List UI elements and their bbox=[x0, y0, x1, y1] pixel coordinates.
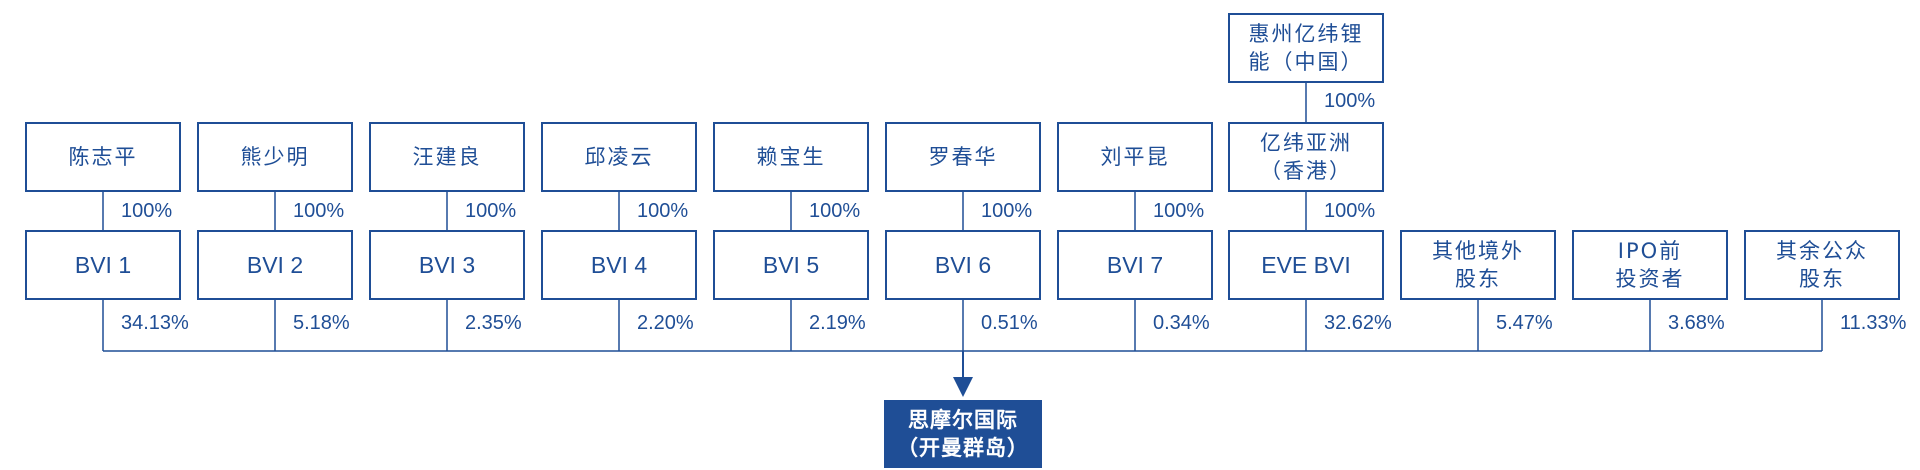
shareholder-box-1: BVI 1 bbox=[25, 230, 181, 300]
individual-box-2: 熊少明 bbox=[197, 122, 353, 192]
shareholder-box-3: BVI 3 bbox=[369, 230, 525, 300]
shareholder-name-line2: 股东 bbox=[1455, 267, 1501, 291]
shareholder-box-9: 其他境外 股东 bbox=[1400, 230, 1556, 300]
shareholding-pct: 0.34% bbox=[1153, 312, 1210, 334]
top-parent-line2: 能（中国） bbox=[1248, 50, 1364, 74]
shareholding-pct: 11.33% bbox=[1840, 312, 1907, 334]
individual-pct: 100% bbox=[637, 200, 689, 222]
individual-name: 汪建良 bbox=[412, 145, 482, 169]
individual-box-4: 邱凌云 bbox=[541, 122, 697, 192]
individual-name: 赖宝生 bbox=[756, 145, 826, 169]
individual-pct: 100% bbox=[809, 200, 861, 222]
shareholder-name: BVI 4 bbox=[590, 252, 648, 278]
shareholder-name: BVI 7 bbox=[1106, 252, 1164, 278]
shareholder-box-4: BVI 4 bbox=[541, 230, 697, 300]
shareholder-box-5: BVI 5 bbox=[713, 230, 869, 300]
shareholder-name-line2: 股东 bbox=[1799, 267, 1845, 291]
individual-name: 邱凌云 bbox=[584, 145, 654, 169]
shareholder-box-7: BVI 7 bbox=[1057, 230, 1213, 300]
individual-pct: 100% bbox=[981, 200, 1033, 222]
target-company-line2: （开曼群岛） bbox=[897, 436, 1029, 460]
shareholding-pct: 34.13% bbox=[121, 312, 189, 334]
top-parent-line1: 惠州亿纬锂 bbox=[1248, 22, 1364, 46]
shareholder-name: BVI 2 bbox=[246, 252, 304, 278]
individual-name: 罗春华 bbox=[928, 145, 998, 169]
shareholder-box-6: BVI 6 bbox=[885, 230, 1041, 300]
individual-box-7: 刘平昆 bbox=[1057, 122, 1213, 192]
shareholding-pct: 5.18% bbox=[293, 312, 350, 334]
individual-name: 陈志平 bbox=[68, 145, 138, 169]
individual-name: 刘平昆 bbox=[1100, 145, 1170, 169]
individual-pct: 100% bbox=[121, 200, 173, 222]
shareholding-pct: 2.20% bbox=[637, 312, 694, 334]
shareholder-box-2: BVI 2 bbox=[197, 230, 353, 300]
shareholder-name: BVI 3 bbox=[418, 252, 476, 278]
asia-holder-line1: 亿纬亚洲 bbox=[1260, 131, 1352, 155]
asia-holder-box: 亿纬亚洲 （香港） bbox=[1228, 122, 1384, 192]
shareholder-box-8: EVE BVI bbox=[1228, 230, 1384, 300]
individual-pct: 100% bbox=[465, 200, 517, 222]
top-parent-box: 惠州亿纬锂 能（中国） bbox=[1228, 13, 1384, 83]
target-company-box: 思摩尔国际 （开曼群岛） bbox=[884, 400, 1042, 468]
shareholder-name-line1: 其他境外 bbox=[1432, 239, 1524, 263]
individual-name: 熊少明 bbox=[240, 145, 310, 169]
shareholding-pct: 2.19% bbox=[809, 312, 866, 334]
asia-holder-pct: 100% bbox=[1324, 200, 1376, 222]
shareholding-pct: 32.62% bbox=[1324, 312, 1392, 334]
shareholder-name-line2: 投资者 bbox=[1615, 267, 1685, 291]
top-parent-pct: 100% bbox=[1324, 90, 1376, 112]
individual-pct: 100% bbox=[1153, 200, 1205, 222]
shareholder-name: BVI 6 bbox=[934, 252, 992, 278]
shareholding-pct: 3.68% bbox=[1668, 312, 1725, 334]
target-company-line1: 思摩尔国际 bbox=[908, 408, 1018, 432]
shareholder-name-line1: IPO前 bbox=[1617, 239, 1683, 263]
shareholding-pct: 2.35% bbox=[465, 312, 522, 334]
shareholder-box-11: 其余公众 股东 bbox=[1744, 230, 1900, 300]
shareholder-box-10: IPO前 投资者 bbox=[1572, 230, 1728, 300]
shareholder-name-line1: 其余公众 bbox=[1776, 239, 1868, 263]
shareholder-name: BVI 1 bbox=[74, 252, 132, 278]
asia-holder-line2: （香港） bbox=[1260, 159, 1352, 183]
shareholding-pct: 5.47% bbox=[1496, 312, 1553, 334]
individual-pct: 100% bbox=[293, 200, 345, 222]
shareholding-pct: 0.51% bbox=[981, 312, 1038, 334]
shareholder-name: EVE BVI bbox=[1261, 252, 1351, 278]
shareholder-name: BVI 5 bbox=[762, 252, 820, 278]
individual-box-5: 赖宝生 bbox=[713, 122, 869, 192]
individual-box-3: 汪建良 bbox=[369, 122, 525, 192]
individual-box-6: 罗春华 bbox=[885, 122, 1041, 192]
individual-box-1: 陈志平 bbox=[25, 122, 181, 192]
